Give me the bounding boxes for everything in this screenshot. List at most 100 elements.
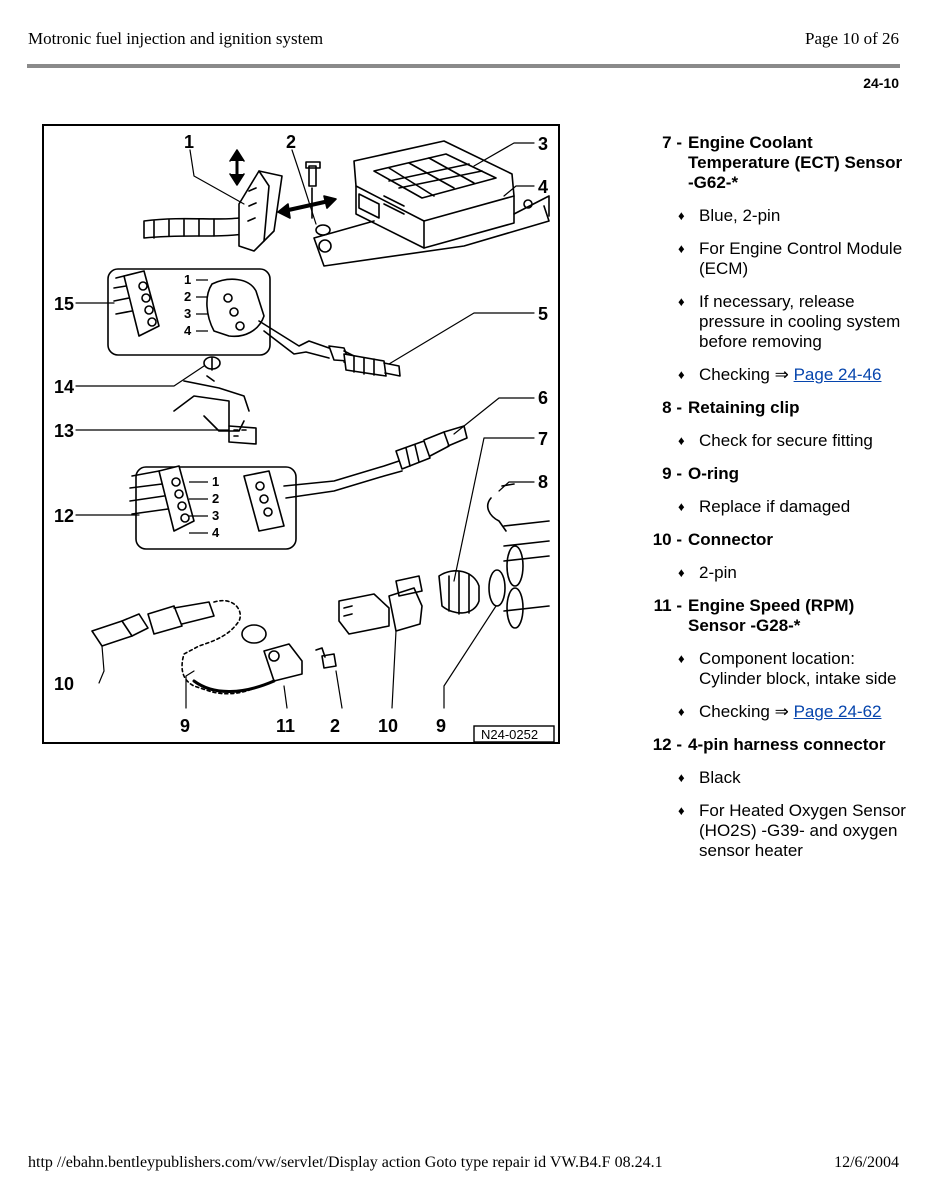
sensor-connector-upper-drawing bbox=[107, 268, 355, 367]
footer-url: http //ebahn.bentleypublishers.com/vw/se… bbox=[28, 1154, 663, 1171]
oxygen-sensor-drawing bbox=[343, 353, 401, 377]
legend-bullet: ♦ Component location: Cylinder block, int… bbox=[678, 649, 910, 689]
legend-item-title: Engine Coolant Temperature (ECT) Sensor … bbox=[688, 133, 903, 192]
legend-bullet-text: Replace if damaged bbox=[699, 497, 910, 517]
callout-11: 11 bbox=[276, 716, 295, 736]
callout-12: 12 bbox=[54, 506, 74, 526]
callout-1: 1 bbox=[184, 132, 194, 152]
legend-bullet: ♦ If necessary, release pressure in cooli… bbox=[678, 292, 910, 352]
pin-label-lower-2: 2 bbox=[212, 491, 219, 506]
document-title: Motronic fuel injection and ignition sys… bbox=[28, 29, 324, 48]
bullet-text-content: 2-pin bbox=[699, 563, 737, 582]
bracket-and-nut-drawing bbox=[173, 356, 257, 445]
section-code: 24-10 bbox=[863, 75, 899, 91]
legend-item-number: 12 - bbox=[652, 735, 682, 754]
callout-7: 7 bbox=[538, 429, 548, 449]
sensor-connector-lower-drawing bbox=[129, 460, 403, 550]
legend-bullet: ♦ For Engine Control Module (ECM) bbox=[678, 239, 910, 279]
legend-bullet-text: Checking ⇒ Page 24-62 bbox=[699, 702, 910, 722]
legend-bullet: ♦ Black bbox=[678, 768, 910, 788]
page-reference-link[interactable]: Page 24-62 bbox=[793, 702, 882, 721]
legend-item-number: 9 - bbox=[662, 464, 682, 483]
pin-label-lower-3: 3 bbox=[212, 508, 219, 523]
legend-item-heading: 9 - O-ring bbox=[640, 464, 910, 484]
footer-date: 12/6/2004 bbox=[834, 1154, 899, 1171]
bullet-text-content: For Engine Control Module (ECM) bbox=[699, 239, 903, 278]
diamond-bullet-icon: ♦ bbox=[678, 208, 685, 223]
callout-9: 9 bbox=[180, 716, 190, 736]
component-legend: 7 - Engine Coolant Temperature (ECT) Sens… bbox=[640, 133, 910, 874]
bullet-text-content: Component location: Cylinder block, inta… bbox=[699, 649, 897, 688]
callout-6: 6 bbox=[538, 388, 548, 408]
legend-item-heading: 11 - Engine Speed (RPM) Sensor -G28-* bbox=[640, 596, 910, 636]
callout-8: 8 bbox=[538, 472, 548, 492]
legend-item-title: Retaining clip bbox=[688, 398, 800, 417]
diamond-bullet-icon: ♦ bbox=[678, 367, 685, 382]
page-number: Page 10 of 26 bbox=[805, 29, 899, 48]
pin-label-upper-2: 2 bbox=[184, 289, 191, 304]
callout-2: 2 bbox=[286, 132, 296, 152]
legend-bullet-text: 2-pin bbox=[699, 563, 910, 583]
ecm-drawing bbox=[313, 140, 550, 267]
callout-15: 15 bbox=[54, 294, 74, 314]
diagram-drawing: 1 2 3 4 5 6 7 8 9 10 11 12 13 14 15 1 2 … bbox=[54, 132, 555, 742]
legend-item-title: Connector bbox=[688, 530, 773, 549]
callout-10: 10 bbox=[54, 674, 74, 694]
page-reference-link[interactable]: Page 24-46 bbox=[793, 365, 882, 384]
legend-bullet-text: Checking ⇒ Page 24-46 bbox=[699, 365, 910, 385]
legend-item-heading: 12 - 4-pin harness connector bbox=[640, 735, 910, 755]
legend-bullet: ♦ For Heated Oxygen Sensor (HO2S) -G39- a… bbox=[678, 801, 910, 861]
legend-bullet-text: Check for secure fitting bbox=[699, 431, 910, 451]
header-divider bbox=[27, 64, 900, 68]
legend-bullet: ♦ Checking ⇒ Page 24-46 bbox=[678, 365, 910, 385]
pin-label-lower-1: 1 bbox=[212, 474, 219, 489]
diamond-bullet-icon: ♦ bbox=[678, 294, 685, 309]
bullet-text-content: Blue, 2-pin bbox=[699, 206, 781, 225]
callout-9-lower: 9 bbox=[436, 716, 446, 736]
callout-13: 13 bbox=[54, 421, 74, 441]
legend-bullet: ♦ Checking ⇒ Page 24-62 bbox=[678, 702, 910, 722]
legend-item-number: 11 - bbox=[653, 596, 682, 615]
diamond-bullet-icon: ♦ bbox=[678, 803, 685, 818]
legend-bullet-text: Component location: Cylinder block, inta… bbox=[699, 649, 910, 689]
legend-item-title: 4-pin harness connector bbox=[688, 735, 886, 754]
leader-lines bbox=[75, 142, 535, 709]
diamond-bullet-icon: ♦ bbox=[678, 241, 685, 256]
legend-bullet: ♦ Blue, 2-pin bbox=[678, 206, 910, 226]
bullet-text-content: Black bbox=[699, 768, 741, 787]
legend-bullet-text: For Engine Control Module (ECM) bbox=[699, 239, 910, 279]
legend-item-number: 7 - bbox=[662, 133, 682, 152]
callout-2-lower: 2 bbox=[330, 716, 340, 736]
legend-bullet: ♦ 2-pin bbox=[678, 563, 910, 583]
pin-label-upper-3: 3 bbox=[184, 306, 191, 321]
callout-14: 14 bbox=[54, 377, 74, 397]
diamond-bullet-icon: ♦ bbox=[678, 704, 685, 719]
legend-bullet-text: If necessary, release pressure in coolin… bbox=[699, 292, 910, 352]
legend-item-heading: 7 - Engine Coolant Temperature (ECT) Sens… bbox=[640, 133, 910, 193]
callout-4: 4 bbox=[538, 177, 548, 197]
diamond-bullet-icon: ♦ bbox=[678, 433, 685, 448]
page-footer: http //ebahn.bentleypublishers.com/vw/se… bbox=[28, 1154, 899, 1172]
legend-bullet: ♦ Replace if damaged bbox=[678, 497, 910, 517]
diamond-bullet-icon: ♦ bbox=[678, 499, 685, 514]
bullet-text-content: Replace if damaged bbox=[699, 497, 851, 516]
bullet-text-content: Checking ⇒ bbox=[699, 365, 789, 384]
legend-bullet-text: Blue, 2-pin bbox=[699, 206, 910, 226]
bullet-text-content: Checking ⇒ bbox=[699, 702, 789, 721]
legend-bullet-text: Black bbox=[699, 768, 910, 788]
diamond-bullet-icon: ♦ bbox=[678, 565, 685, 580]
legend-bullet-text: For Heated Oxygen Sensor (HO2S) -G39- an… bbox=[699, 801, 910, 861]
bullet-text-content: Check for secure fitting bbox=[699, 431, 873, 450]
legend-item-title: Engine Speed (RPM) Sensor -G28-* bbox=[688, 596, 855, 635]
diamond-bullet-icon: ♦ bbox=[678, 770, 685, 785]
exploded-view-diagram: 1 2 3 4 5 6 7 8 9 10 11 12 13 14 15 1 2 … bbox=[42, 124, 560, 744]
bullet-text-content: If necessary, release pressure in coolin… bbox=[699, 292, 901, 351]
legend-item-title: O-ring bbox=[688, 464, 739, 483]
bullet-text-content: For Heated Oxygen Sensor (HO2S) -G39- an… bbox=[699, 801, 906, 860]
legend-bullet: ♦ Check for secure fitting bbox=[678, 431, 910, 451]
ecm-harness-connector-drawing bbox=[143, 149, 337, 252]
legend-item-number: 10 - bbox=[652, 530, 682, 549]
legend-item-heading: 10 - Connector bbox=[640, 530, 910, 550]
figure-id-label: N24-0252 bbox=[481, 727, 538, 742]
diamond-bullet-icon: ♦ bbox=[678, 651, 685, 666]
